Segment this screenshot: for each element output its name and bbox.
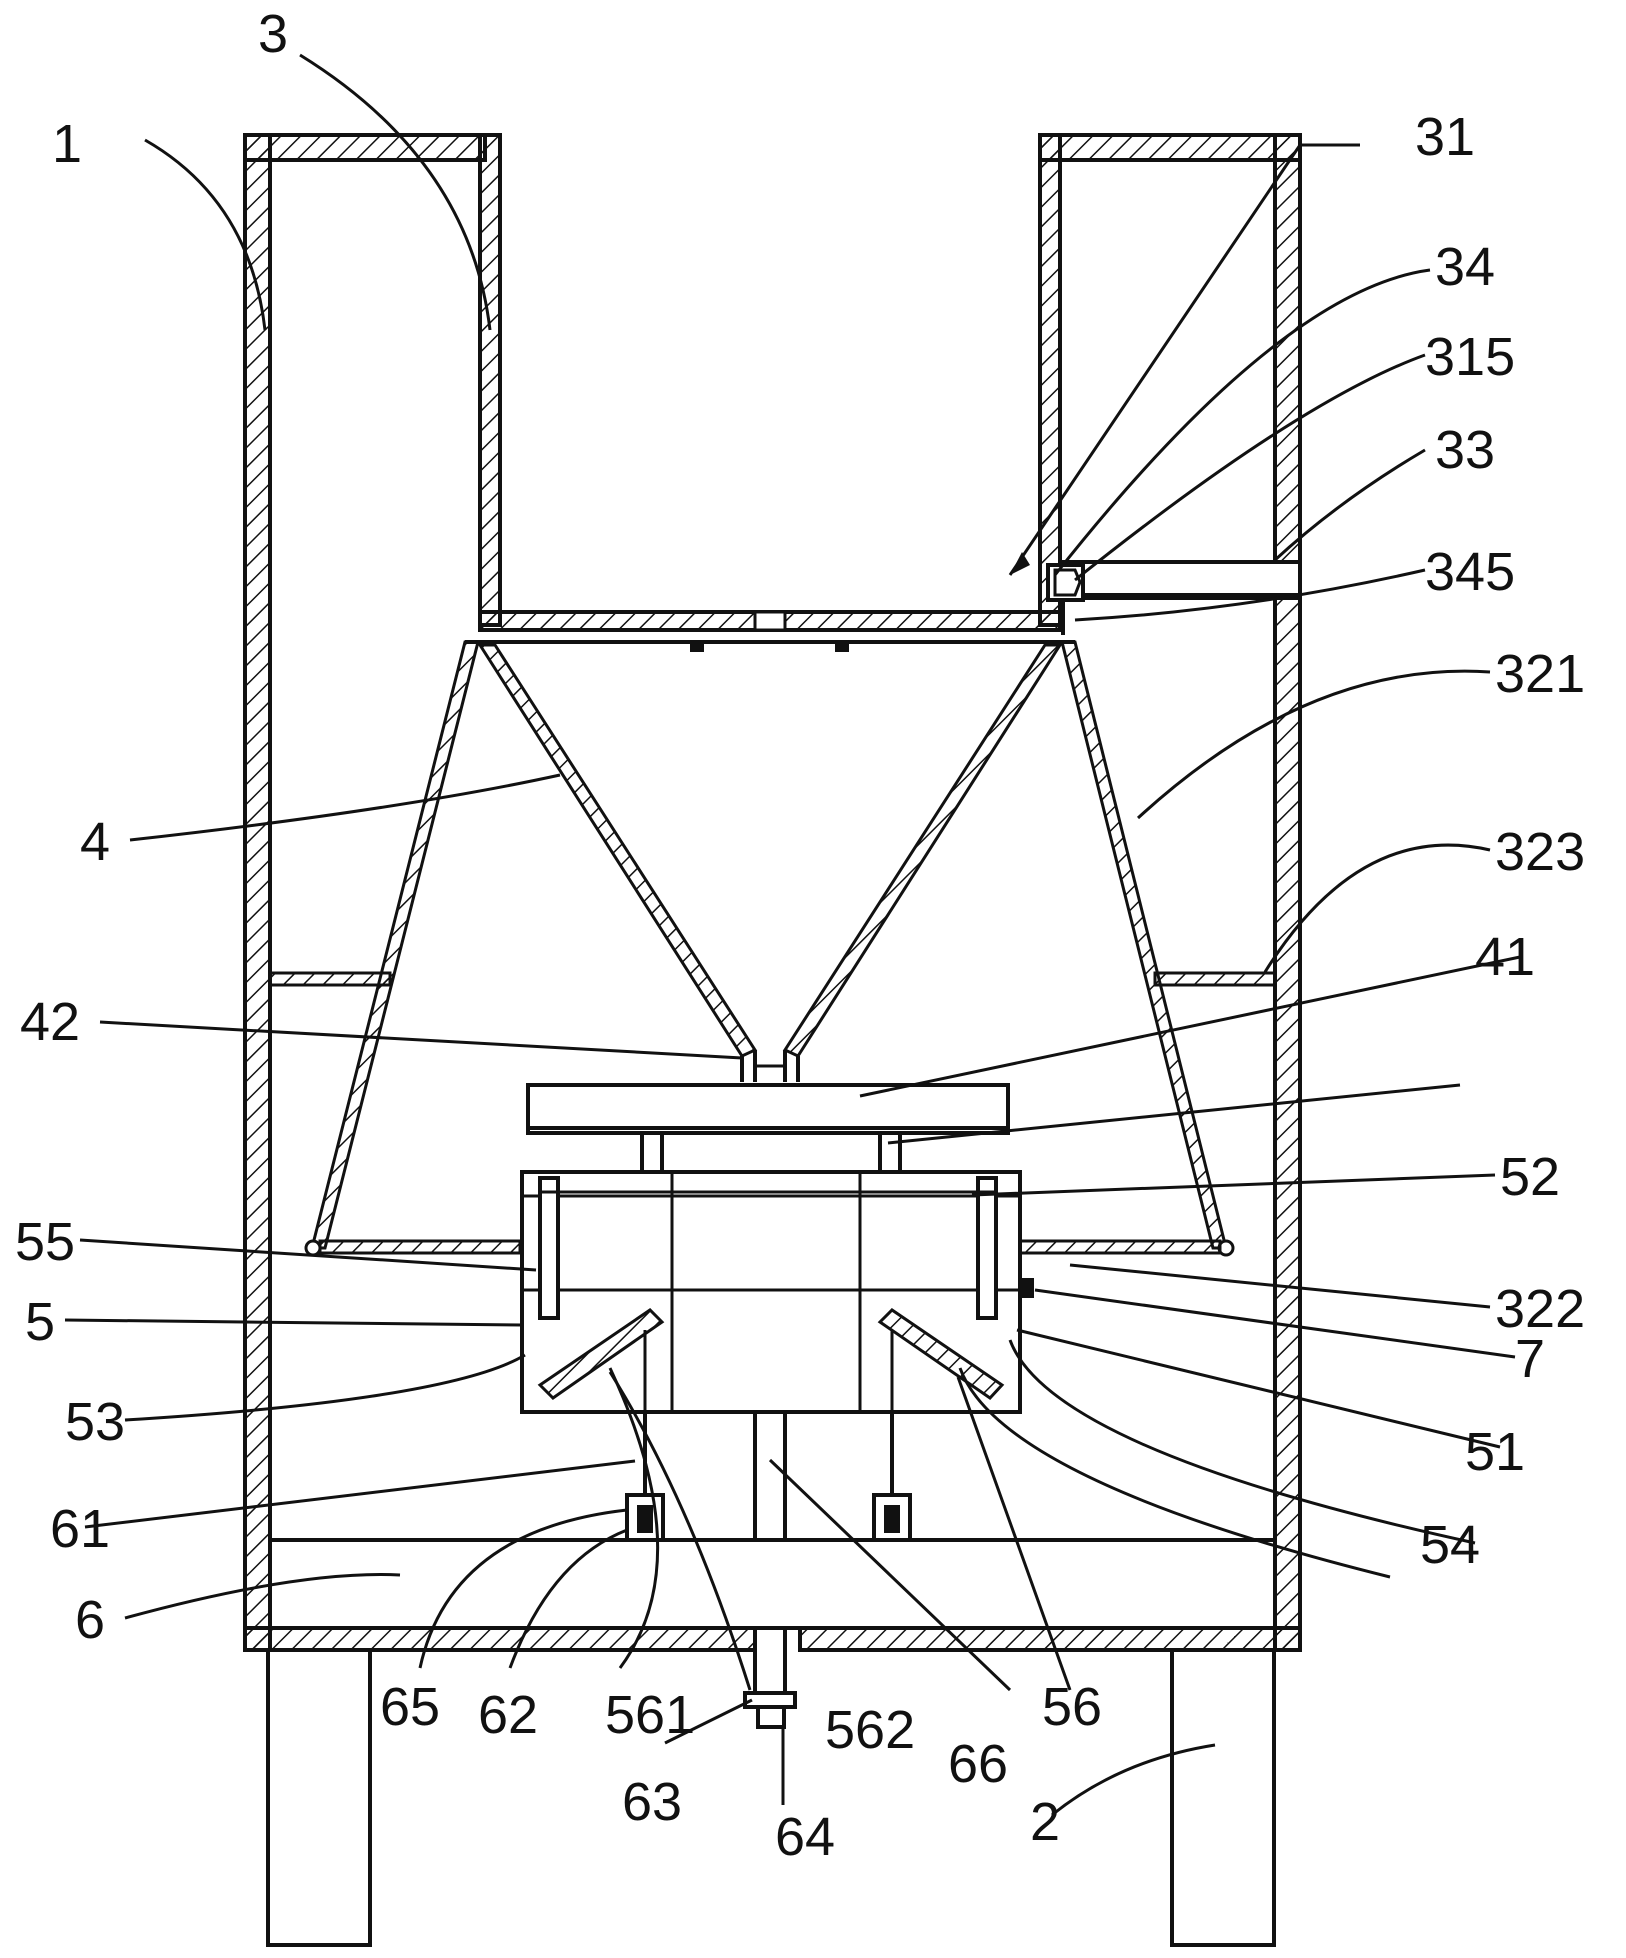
label-561: 561: [605, 1685, 695, 1745]
support-assembly: [625, 1412, 912, 1542]
label-5: 5: [25, 1292, 55, 1352]
outer-skirt: [304, 640, 1235, 1257]
label-345: 345: [1425, 542, 1515, 602]
label-1: 1: [52, 114, 82, 174]
label-321: 321: [1495, 644, 1585, 704]
label-33: 33: [1435, 420, 1495, 480]
label-66: 66: [948, 1734, 1008, 1794]
label-6: 6: [75, 1590, 105, 1650]
label-54: 54: [1420, 1515, 1480, 1575]
label-34: 34: [1435, 237, 1495, 297]
side-bracket: [1046, 560, 1302, 635]
side-shelves: [268, 971, 1277, 987]
label-62: 62: [478, 1685, 538, 1745]
inner-cone: [477, 643, 1063, 1082]
label-41: 41: [1475, 927, 1535, 987]
label-56: 56: [1042, 1677, 1102, 1737]
label-61: 61: [50, 1499, 110, 1559]
legs: [266, 1648, 1276, 1947]
leader-lines: [64, 53, 1521, 1817]
label-2: 2: [1030, 1792, 1060, 1852]
inner-hopper: [465, 133, 1075, 652]
label-4: 4: [80, 812, 110, 872]
label-42: 42: [20, 992, 80, 1052]
label-3: 3: [258, 4, 288, 64]
label-55: 55: [15, 1212, 75, 1272]
label-562: 562: [825, 1700, 915, 1760]
distribution-plate: [526, 1083, 1010, 1175]
label-64: 64: [775, 1807, 835, 1867]
label-31: 31: [1415, 107, 1475, 167]
label-7: 7: [1515, 1329, 1545, 1389]
label-315: 315: [1425, 327, 1515, 387]
label-322: 322: [1495, 1279, 1585, 1339]
separation-box: [520, 1170, 1034, 1414]
label-53: 53: [65, 1392, 125, 1452]
label-63: 63: [622, 1772, 682, 1832]
label-65: 65: [380, 1677, 440, 1737]
label-51: 51: [1465, 1422, 1525, 1482]
label-323: 323: [1495, 822, 1585, 882]
part-labels: 1 3 31 34 315 33 345 321 323 4 41 42 52 …: [15, 4, 1585, 1867]
label-52: 52: [1500, 1147, 1560, 1207]
